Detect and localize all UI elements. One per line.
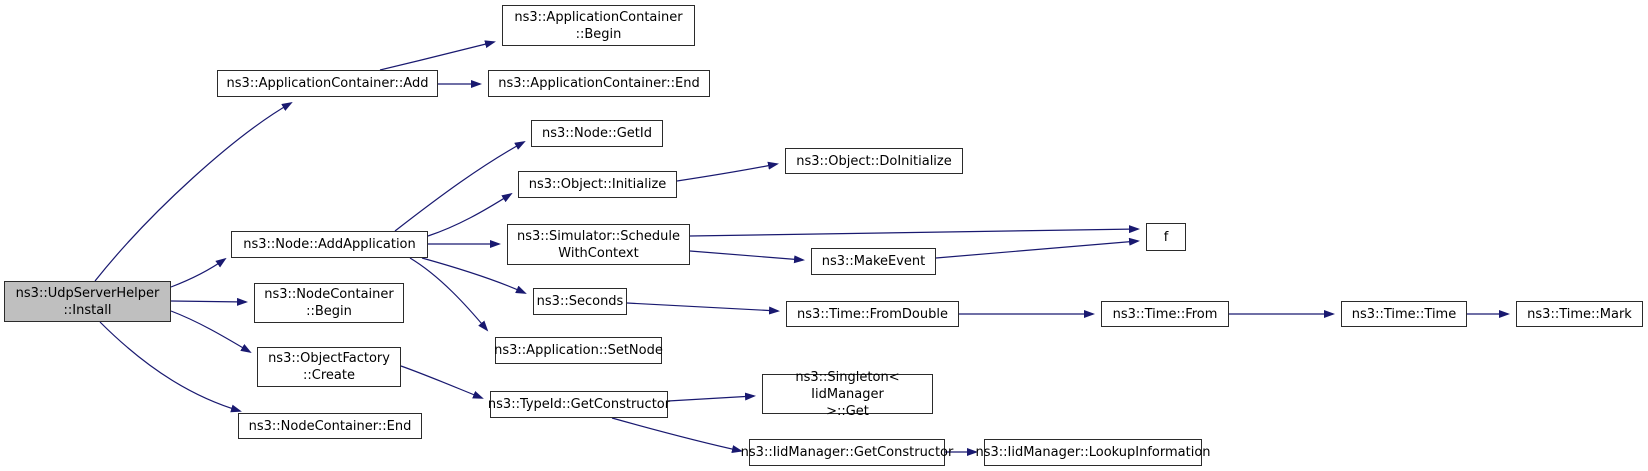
node-f[interactable]: f bbox=[1146, 223, 1186, 251]
edge-initialize-doinitialize bbox=[676, 161, 779, 182]
node-object-doinitialize[interactable]: ns3::Object::DoInitialize bbox=[785, 148, 963, 174]
edge-addapplication-getid bbox=[394, 141, 526, 232]
node-application-setnode[interactable]: ns3::Application::SetNode bbox=[494, 337, 663, 364]
edge-schedulewithcontext-f bbox=[689, 225, 1140, 237]
node-applicationcontainer-end[interactable]: ns3::ApplicationContainer::End bbox=[488, 70, 710, 97]
edge-install-node-addapplication bbox=[170, 257, 227, 288]
edge-addapplication-setnode bbox=[409, 257, 489, 332]
node-objectfactory-create[interactable]: ns3::ObjectFactory ::Create bbox=[257, 347, 401, 387]
node-node-addapplication[interactable]: ns3::Node::AddApplication bbox=[231, 231, 428, 258]
edge-makeevent-f bbox=[935, 237, 1140, 259]
edge-install-nodecontainer-end bbox=[99, 321, 242, 413]
node-nodecontainer-end[interactable]: ns3::NodeContainer::End bbox=[238, 413, 422, 439]
edge-seconds-fromdouble bbox=[626, 302, 780, 315]
node-typeid-getconstructor[interactable]: ns3::TypeId::GetConstructor bbox=[488, 391, 670, 418]
node-iidmanager-getconstructor[interactable]: ns3::IidManager::GetConstructor bbox=[741, 439, 953, 466]
edge-getconstructor-iidmanager-getconstructor bbox=[611, 417, 743, 453]
edge-getconstructor-singleton-get bbox=[667, 392, 756, 402]
node-time-time[interactable]: ns3::Time::Time bbox=[1341, 301, 1467, 327]
node-time-fromdouble[interactable]: ns3::Time::FromDouble bbox=[786, 301, 959, 327]
node-time-mark[interactable]: ns3::Time::Mark bbox=[1516, 301, 1643, 327]
node-nodecontainer-begin[interactable]: ns3::NodeContainer ::Begin bbox=[254, 283, 404, 323]
edge-install-objectfactory-create bbox=[170, 310, 252, 354]
edge-schedulewithcontext-makeevent bbox=[689, 250, 805, 264]
edge-install-nodecontainer-begin bbox=[170, 297, 248, 306]
edge-create-getconstructor bbox=[400, 365, 484, 399]
edge-install-applicationcontainer-add bbox=[94, 102, 293, 282]
edge-applicationcontainer-add-begin bbox=[379, 40, 496, 71]
node-makeevent[interactable]: ns3::MakeEvent bbox=[811, 248, 936, 275]
node-seconds[interactable]: ns3::Seconds bbox=[533, 288, 627, 315]
node-node-getid[interactable]: ns3::Node::GetId bbox=[531, 120, 663, 147]
node-udpserverhelper-install: ns3::UdpServerHelper ::Install bbox=[4, 281, 171, 322]
node-time-from[interactable]: ns3::Time::From bbox=[1101, 301, 1229, 327]
node-singleton-iidmanager-get[interactable]: ns3::Singleton< IidManager >::Get bbox=[762, 370, 933, 419]
edge-addapplication-initialize bbox=[427, 192, 513, 237]
node-simulator-schedulewithcontext[interactable]: ns3::Simulator::Schedule WithContext bbox=[507, 224, 690, 265]
node-applicationcontainer-begin[interactable]: ns3::ApplicationContainer ::Begin bbox=[502, 5, 695, 46]
node-object-initialize[interactable]: ns3::Object::Initialize bbox=[518, 171, 677, 198]
node-applicationcontainer-add[interactable]: ns3::ApplicationContainer::Add bbox=[217, 70, 438, 97]
node-iidmanager-lookupinformation[interactable]: ns3::IidManager::LookupInformation bbox=[975, 439, 1211, 466]
edge-addapplication-seconds bbox=[421, 257, 527, 294]
